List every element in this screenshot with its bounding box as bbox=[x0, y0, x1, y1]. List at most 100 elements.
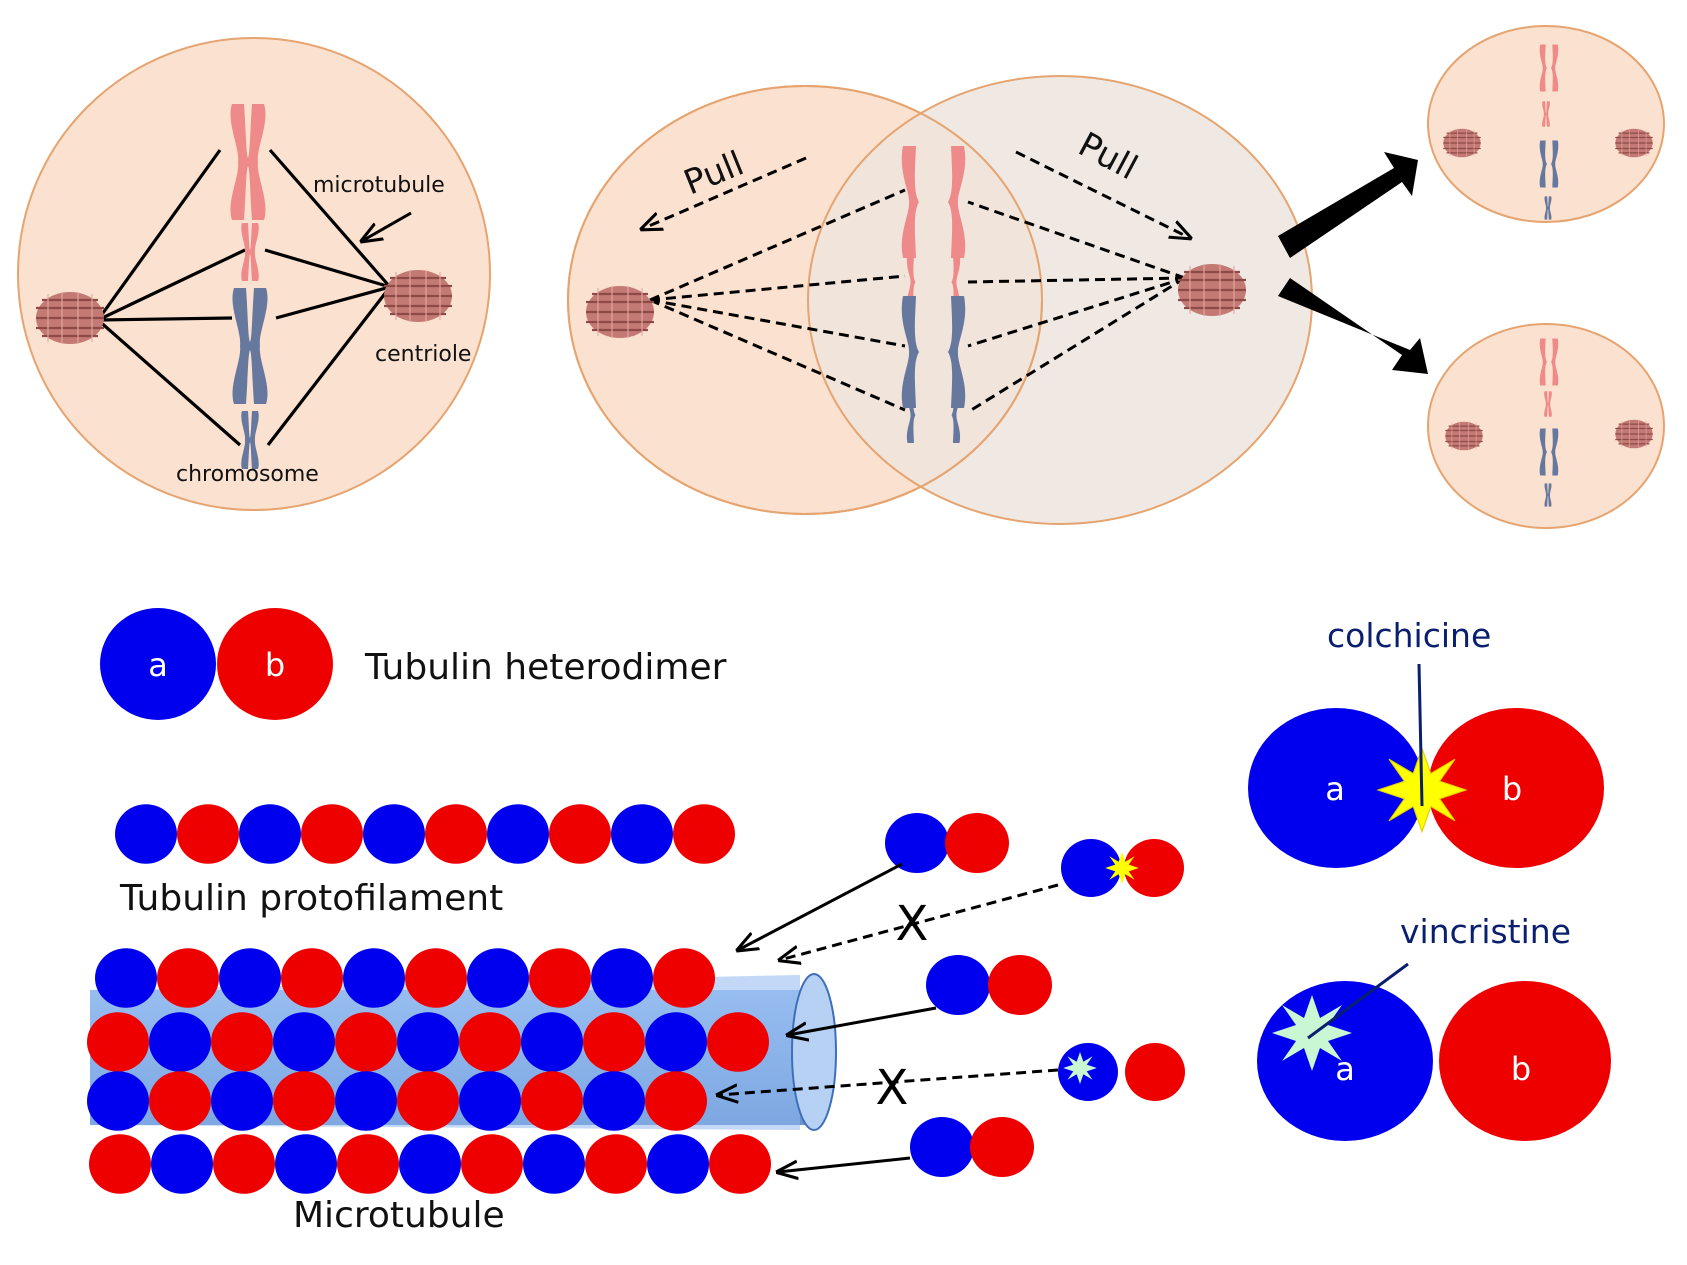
centriole-icon bbox=[1614, 128, 1654, 158]
incoming-alpha bbox=[1061, 839, 1121, 897]
beta-tubulin-bead bbox=[273, 1071, 335, 1131]
daughter-cell-lower bbox=[1427, 323, 1665, 529]
beta-tubulin-bead bbox=[405, 948, 467, 1008]
incoming-beta bbox=[1125, 1043, 1185, 1101]
protofilament: Tubulin protofilament bbox=[115, 804, 735, 919]
incoming-beta bbox=[1124, 839, 1184, 897]
label-alpha: a bbox=[1335, 1050, 1355, 1088]
incoming-alpha bbox=[926, 955, 990, 1015]
label-protofilament: Tubulin protofilament bbox=[119, 878, 503, 919]
beta-tubulin-bead bbox=[585, 1134, 647, 1194]
beta-tubulin-bead bbox=[337, 1134, 399, 1194]
incoming-beta bbox=[970, 1117, 1034, 1177]
alpha-tubulin-bead bbox=[645, 1012, 707, 1072]
daughter-membrane bbox=[1427, 25, 1665, 223]
beta-tubulin-bead bbox=[89, 1134, 151, 1194]
beta-tubulin-bead bbox=[149, 1071, 211, 1131]
vincristine-starburst-icon bbox=[1063, 1052, 1097, 1084]
addition-arrow bbox=[778, 1156, 911, 1172]
x-mark-icon: X bbox=[896, 896, 929, 952]
arrow-to-upper-daughter bbox=[1278, 152, 1418, 258]
label-heterodimer: Tubulin heterodimer bbox=[364, 647, 727, 688]
addition-arrow bbox=[738, 862, 903, 950]
microtubule-pointer-arrow bbox=[362, 211, 412, 241]
alpha-tubulin-bead bbox=[275, 1134, 337, 1194]
alpha-tubulin-bead bbox=[219, 948, 281, 1008]
label-centriole: centriole bbox=[375, 342, 471, 367]
beta-tubulin-bead bbox=[529, 948, 591, 1008]
alpha-tubulin-bead bbox=[399, 1134, 461, 1194]
beta-tubulin-bead bbox=[461, 1134, 523, 1194]
beta-tubulin-bead bbox=[213, 1134, 275, 1194]
label-beta: b bbox=[1502, 770, 1522, 808]
spindle-microtubules bbox=[96, 148, 392, 447]
label-colchicine: colchicine bbox=[1327, 616, 1491, 655]
beta-tubulin-bead bbox=[87, 1012, 149, 1072]
colchicine-pointer-line bbox=[1417, 663, 1424, 807]
beta-tubulin-bead bbox=[549, 804, 611, 864]
beta-tubulin-bead bbox=[335, 1012, 397, 1072]
beta-tubulin-bead bbox=[673, 804, 735, 864]
alpha-tubulin-bead bbox=[87, 1071, 149, 1131]
alpha-tubulin-bead bbox=[273, 1012, 335, 1072]
vincristine-beta-subunit bbox=[1439, 981, 1611, 1141]
blocked-addition-arrow bbox=[718, 1068, 1059, 1095]
centriole-left-icon bbox=[34, 290, 106, 346]
colchicine-binding-panel: a b colchicine bbox=[1248, 616, 1604, 868]
alpha-tubulin-bead bbox=[335, 1071, 397, 1131]
label-alpha: a bbox=[148, 646, 168, 684]
colchicine-starburst-icon bbox=[1105, 852, 1139, 884]
cell-metaphase: microtubule centriole chromosome bbox=[17, 37, 491, 511]
beta-tubulin-bead bbox=[177, 804, 239, 864]
alpha-tubulin-subunit bbox=[100, 608, 216, 720]
label-microtubule-small: microtubule bbox=[313, 173, 445, 198]
centriole-left-icon bbox=[584, 284, 656, 340]
vincristine-binding-panel: a b vincristine bbox=[1257, 912, 1611, 1141]
colchicine-beta-subunit bbox=[1428, 708, 1604, 868]
alpha-tubulin-bead bbox=[149, 1012, 211, 1072]
beta-tubulin-bead bbox=[583, 1012, 645, 1072]
alpha-tubulin-bead bbox=[487, 804, 549, 864]
alpha-tubulin-bead bbox=[151, 1134, 213, 1194]
spindle-microtubules-dashed bbox=[649, 188, 1186, 414]
incoming-alpha bbox=[910, 1117, 974, 1177]
alpha-tubulin-bead bbox=[363, 804, 425, 864]
beta-tubulin-bead bbox=[521, 1071, 583, 1131]
centriole-icon bbox=[1614, 419, 1654, 449]
incoming-beta bbox=[988, 955, 1052, 1015]
beta-tubulin-subunit bbox=[217, 608, 333, 720]
beta-tubulin-bead bbox=[211, 1012, 273, 1072]
arrow-to-lower-daughter bbox=[1278, 278, 1428, 374]
heterodimer-legend: a b Tubulin heterodimer bbox=[100, 608, 727, 720]
beta-tubulin-bead bbox=[397, 1071, 459, 1131]
centriole-icon bbox=[1444, 421, 1484, 451]
incoming-alpha bbox=[885, 813, 949, 873]
beta-tubulin-bead bbox=[281, 948, 343, 1008]
alpha-tubulin-bead bbox=[95, 948, 157, 1008]
incoming-beta bbox=[945, 813, 1009, 873]
label-beta: b bbox=[1511, 1050, 1531, 1088]
alpha-tubulin-bead bbox=[591, 948, 653, 1008]
beta-tubulin-bead bbox=[425, 804, 487, 864]
alpha-tubulin-bead bbox=[459, 1071, 521, 1131]
alpha-tubulin-bead bbox=[611, 804, 673, 864]
beta-tubulin-bead bbox=[709, 1134, 771, 1194]
vincristine-pointer-line bbox=[1307, 962, 1409, 1040]
centriole-right-icon bbox=[382, 268, 454, 324]
x-mark-icon: X bbox=[876, 1060, 909, 1116]
alpha-tubulin-bead bbox=[115, 804, 177, 864]
beta-tubulin-bead bbox=[459, 1012, 521, 1072]
addition-arrow bbox=[788, 1006, 937, 1035]
beta-tubulin-bead bbox=[707, 1012, 769, 1072]
beta-tubulin-bead bbox=[645, 1071, 707, 1131]
incoming-dimers: X X bbox=[718, 813, 1185, 1177]
label-microtubule: Microtubule bbox=[293, 1195, 505, 1236]
alpha-tubulin-bead bbox=[239, 804, 301, 864]
microtubule-open-end bbox=[791, 973, 837, 1131]
alpha-tubulin-bead bbox=[467, 948, 529, 1008]
cell-anaphase: Pull Pull bbox=[567, 75, 1313, 525]
centriole-icon bbox=[1442, 128, 1482, 158]
division-arrows bbox=[1278, 152, 1428, 374]
beta-tubulin-bead bbox=[301, 804, 363, 864]
